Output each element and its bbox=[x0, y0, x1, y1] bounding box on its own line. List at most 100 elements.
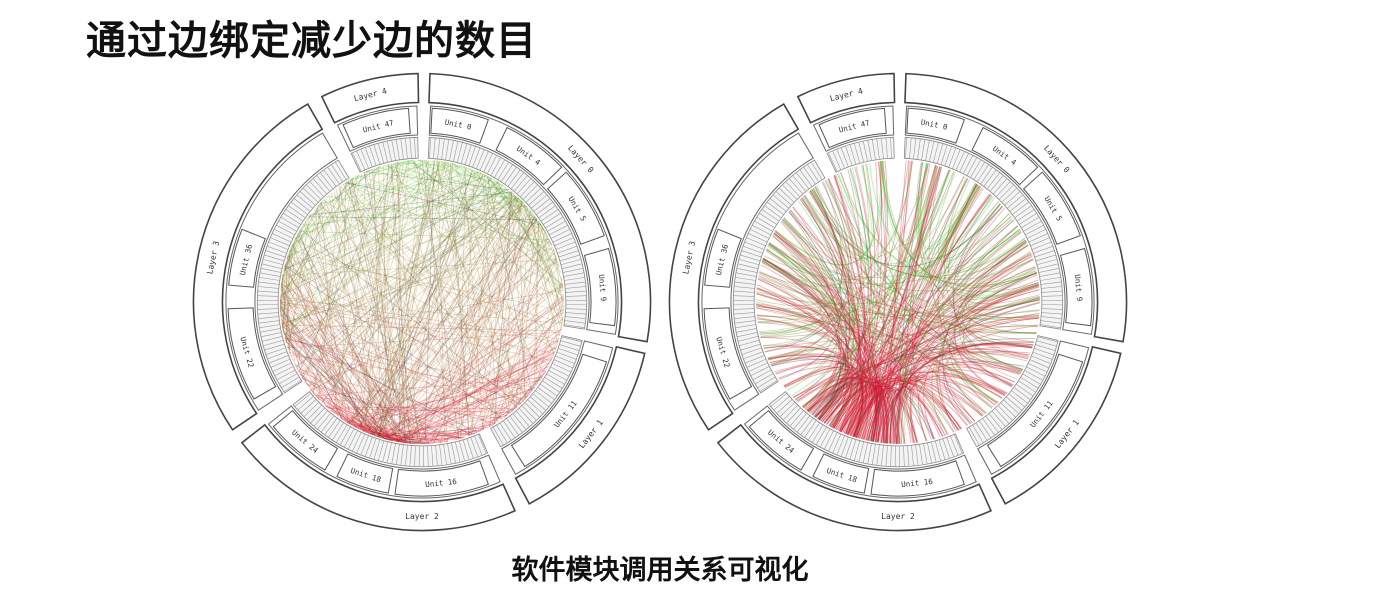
leaf-tick bbox=[903, 445, 905, 467]
edge-bundle bbox=[894, 225, 1019, 444]
leaf-tick bbox=[1040, 281, 1062, 285]
edge-bundle bbox=[762, 260, 955, 433]
edge bbox=[294, 165, 461, 240]
edge-bundle bbox=[760, 264, 853, 430]
leaf-tick bbox=[925, 140, 930, 161]
edge bbox=[425, 160, 448, 442]
edge-bundle bbox=[861, 384, 941, 440]
edge bbox=[473, 400, 525, 435]
edge-bundle bbox=[966, 252, 1039, 301]
edge bbox=[280, 315, 284, 332]
edge-bundle bbox=[783, 217, 880, 443]
leaf-tick bbox=[537, 387, 555, 400]
leaf-tick bbox=[931, 441, 937, 463]
leaf-tick bbox=[929, 141, 935, 162]
edge-bundle bbox=[767, 245, 839, 391]
leaf-tick bbox=[782, 184, 798, 200]
leaf-tick bbox=[395, 444, 400, 465]
edge bbox=[368, 432, 423, 445]
leaf-tick bbox=[1036, 340, 1057, 347]
leaf-tick bbox=[395, 139, 400, 160]
edge bbox=[366, 171, 509, 191]
edge bbox=[314, 394, 393, 441]
edge-bundle bbox=[896, 186, 982, 444]
edge bbox=[343, 419, 378, 438]
edge bbox=[283, 270, 425, 445]
edge bbox=[328, 161, 403, 409]
edge bbox=[289, 249, 364, 432]
leaf-tick bbox=[858, 441, 864, 463]
unit-box bbox=[272, 409, 339, 471]
edge bbox=[482, 231, 546, 431]
edge-bundle bbox=[811, 189, 1038, 327]
edge-bundle bbox=[766, 248, 902, 444]
edge bbox=[398, 162, 400, 443]
edge bbox=[305, 383, 387, 440]
edge bbox=[316, 396, 360, 430]
leaf-tick bbox=[563, 272, 585, 277]
edge-bundle bbox=[896, 218, 1013, 444]
edge-bundle bbox=[847, 388, 878, 442]
leaf-tick bbox=[932, 142, 939, 163]
edge bbox=[487, 176, 532, 393]
edge bbox=[283, 331, 340, 418]
leaf-tick bbox=[433, 137, 436, 159]
leaf-tick bbox=[738, 259, 760, 266]
edge bbox=[358, 172, 482, 430]
edge-bundle bbox=[796, 377, 873, 440]
edge bbox=[424, 160, 435, 444]
edge-bundle bbox=[789, 209, 848, 416]
edge-bundle bbox=[756, 301, 872, 441]
edge bbox=[342, 183, 522, 404]
edge bbox=[344, 182, 528, 208]
edge-bundle bbox=[872, 387, 918, 443]
edge-bundle bbox=[830, 166, 872, 428]
edge bbox=[282, 256, 289, 332]
edge-bundle bbox=[968, 266, 1040, 311]
leaf-tick bbox=[532, 393, 550, 408]
leaf-tick bbox=[867, 140, 872, 161]
edge bbox=[383, 438, 392, 441]
edge-bundle bbox=[834, 384, 877, 442]
leaf-tick bbox=[400, 444, 404, 466]
edge-bundle bbox=[862, 164, 984, 416]
edge-bundle bbox=[905, 166, 941, 444]
leaf-tick bbox=[257, 312, 279, 315]
edge bbox=[292, 244, 356, 428]
edge-bundle bbox=[826, 386, 898, 444]
edge bbox=[307, 205, 527, 387]
edge bbox=[337, 160, 429, 417]
edge bbox=[281, 325, 293, 361]
edge bbox=[349, 160, 414, 181]
edge-bundle bbox=[840, 385, 878, 440]
edge bbox=[489, 207, 528, 427]
edge bbox=[371, 161, 440, 435]
edge-bundle bbox=[820, 376, 869, 435]
edge bbox=[348, 219, 538, 424]
leaf-tick bbox=[267, 351, 288, 360]
edge bbox=[305, 383, 475, 435]
edge-bundle bbox=[760, 272, 1037, 338]
leaf-tick bbox=[1032, 351, 1053, 360]
leaf-tick bbox=[439, 444, 443, 466]
edge bbox=[347, 201, 523, 424]
edge bbox=[463, 166, 560, 265]
leaf-tick bbox=[1037, 336, 1058, 343]
edge bbox=[422, 414, 509, 445]
edge-bundle bbox=[757, 318, 830, 360]
leaf-tick bbox=[1026, 229, 1046, 239]
edge bbox=[345, 376, 543, 423]
edge-bundle bbox=[775, 161, 883, 266]
leaf-tick bbox=[909, 137, 912, 159]
edge-bundle bbox=[797, 200, 854, 421]
edge bbox=[316, 397, 503, 419]
leaf-tick bbox=[970, 159, 982, 178]
unit-box bbox=[906, 107, 966, 144]
edge-bundle bbox=[768, 242, 972, 424]
edge-bundle bbox=[787, 169, 950, 260]
edge bbox=[460, 170, 476, 439]
edge-bundle bbox=[866, 186, 981, 441]
leaf-tick bbox=[832, 150, 842, 171]
leaf-tick bbox=[766, 201, 784, 215]
edge bbox=[517, 197, 548, 236]
